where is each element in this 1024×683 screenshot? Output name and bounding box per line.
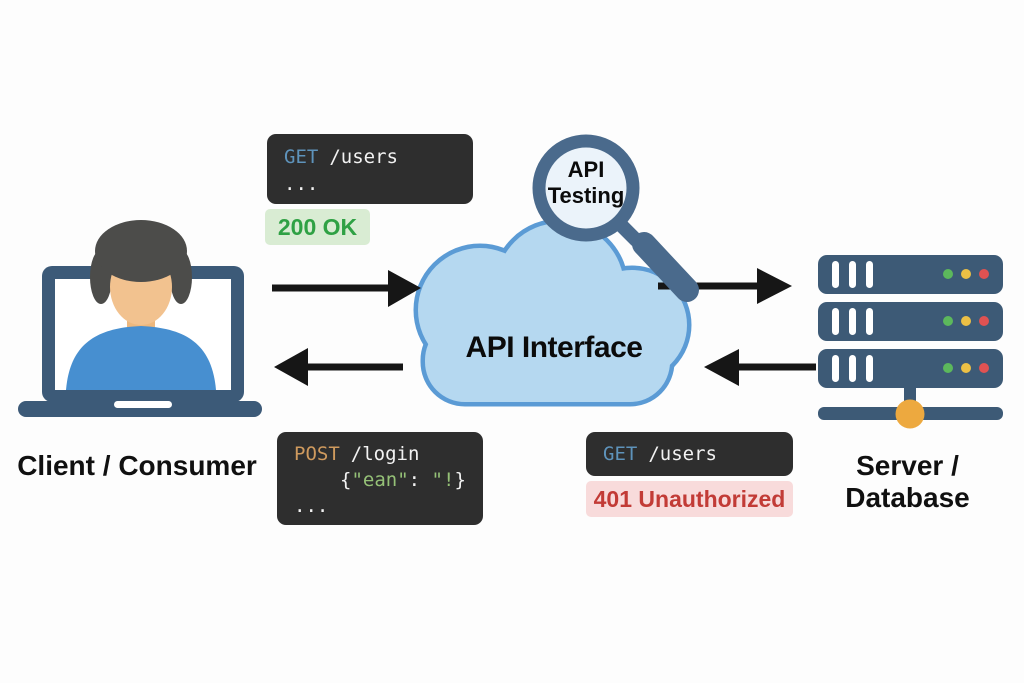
- magnifier-label-line2: Testing: [547, 183, 625, 208]
- arrow-client-to-cloud: [272, 270, 421, 307]
- http-method: POST: [294, 443, 340, 465]
- magnifier-label: API Testing: [536, 157, 636, 209]
- request-path: /users: [648, 443, 717, 465]
- arrow-cloud-to-client: [274, 348, 403, 386]
- server-unit-2: [818, 302, 1003, 341]
- magnifier-icon: [532, 134, 699, 302]
- brace-open: {: [340, 469, 352, 491]
- ellipsis-line: ...: [294, 495, 329, 517]
- http-method: GET: [603, 443, 638, 465]
- colon: :: [408, 469, 432, 491]
- server-icon: [818, 255, 1003, 429]
- client-label: Client / Consumer: [17, 450, 257, 481]
- request-box-get-users-right: GET/users: [586, 432, 793, 476]
- server-label: Server / Database: [845, 450, 970, 513]
- body-key: "ean": [351, 469, 409, 491]
- request-box-post-login: POST/login {"ean": "!} ...: [277, 432, 483, 525]
- request-path: /users: [329, 146, 398, 168]
- request-line: POST/login: [294, 441, 483, 467]
- request-path: /login: [350, 443, 420, 465]
- request-line: GET/users: [603, 441, 793, 468]
- brace-close: }: [454, 469, 466, 491]
- arrows: [272, 268, 816, 386]
- laptop-icon: [18, 220, 262, 417]
- network-node-dot: [895, 399, 925, 429]
- ellipsis-line: ...: [284, 173, 319, 195]
- request-box-get-users-top: GET/users ...: [267, 134, 473, 204]
- request-body-line: {"ean": "!}: [294, 467, 483, 493]
- request-line: GET/users: [284, 144, 473, 171]
- cloud-icon: [413, 218, 692, 407]
- magnifier-label-line1: API: [567, 157, 605, 182]
- server-unit-1: [818, 255, 1003, 294]
- status-badge-401: 401 Unauthorized: [586, 481, 793, 517]
- status-badge-200: 200 OK: [265, 209, 370, 245]
- http-method: GET: [284, 146, 319, 168]
- arrow-server-to-cloud: [704, 349, 816, 386]
- body-value: "!: [431, 469, 455, 491]
- person-avatar: [66, 220, 216, 390]
- server-unit-3: [818, 349, 1003, 388]
- cloud-label: API Interface: [465, 331, 643, 364]
